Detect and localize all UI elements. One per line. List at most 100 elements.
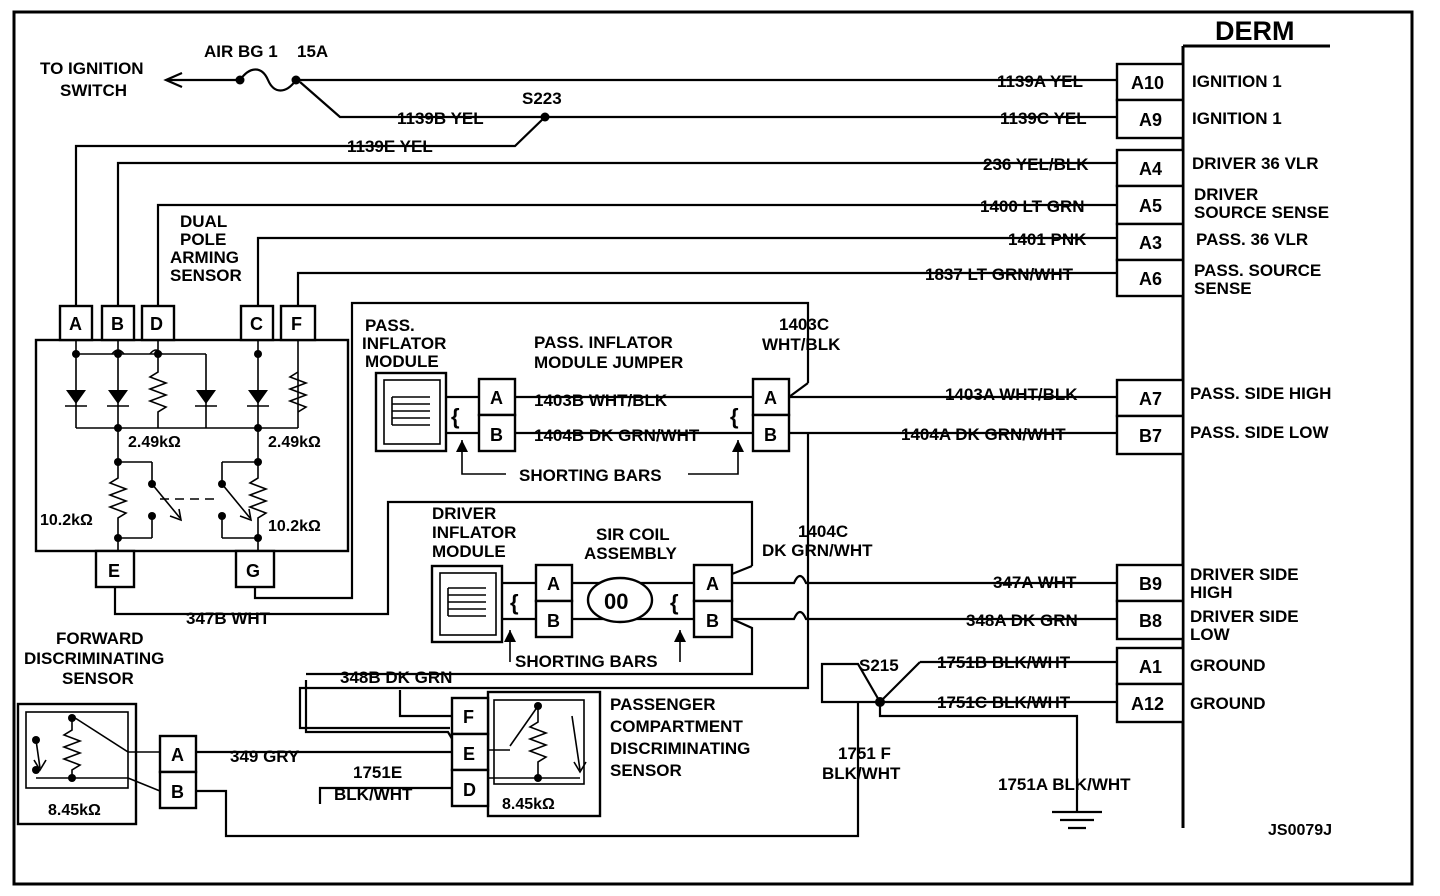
derm-fn-a12: GROUND [1190, 694, 1266, 713]
ground-icon [1052, 810, 1102, 830]
wire-1751e-line2: BLK/WHT [334, 785, 413, 804]
pass-connector-label-line1: 1403C [779, 315, 829, 334]
coil-connector-pin-a: A [706, 574, 719, 594]
derm-fn-a4: DRIVER 36 VLR [1192, 154, 1319, 173]
arming-pin-f: F [291, 314, 302, 334]
wire-1751f-line1: 1751 F [838, 744, 891, 763]
driver-module-label-line2: INFLATOR [432, 523, 516, 542]
derm-fn-a7: PASS. SIDE HIGH [1190, 384, 1331, 403]
forward-label-line2: DISCRIMINATING [24, 649, 164, 668]
wire-1403a: 1403A WHT/BLK [945, 385, 1078, 404]
wire-1751f-line2: BLK/WHT [822, 764, 901, 783]
derm-fn-a1: GROUND [1190, 656, 1266, 675]
arming-label-line2: POLE [180, 230, 226, 249]
derm-pin-a12: A12 [1131, 694, 1164, 714]
resistor-icon [61, 718, 83, 778]
arming-label-line4: SENSOR [170, 266, 242, 285]
arming-pin-g: G [246, 561, 260, 581]
pass-inflator: PASS. INFLATOR MODULE PASS. INFLATOR MOD… [298, 315, 1117, 730]
pass-connector-pin-a: A [764, 388, 777, 408]
driver-module-label-line3: MODULE [432, 542, 506, 561]
resistor-icon [107, 462, 129, 538]
arming-label-line1: DUAL [180, 212, 227, 231]
arming-pin-e: E [108, 561, 120, 581]
derm-pin-a9: A9 [1139, 110, 1162, 130]
derm-fn-a10: IGNITION 1 [1192, 72, 1282, 91]
derm-fn-a3: PASS. 36 VLR [1196, 230, 1308, 249]
derm-title: DERM [1215, 16, 1295, 46]
arming-pin-d: D [150, 314, 163, 334]
coil-label-line2: ASSEMBLY [584, 544, 678, 563]
arming-pin-c: C [250, 314, 263, 334]
wire-1139c: 1139C YEL [1000, 109, 1087, 128]
forward-label-line3: SENSOR [62, 669, 134, 688]
driver-brace-right: { [670, 590, 679, 615]
coil-pin-b: B [547, 611, 560, 631]
wire-347b: 347B WHT [186, 609, 271, 628]
arming-label-line3: ARMING [170, 248, 239, 267]
ignition-label-line1: TO IGNITION [40, 59, 144, 78]
pass-jumper-label-line1: PASS. INFLATOR [534, 333, 673, 352]
coil-symbol: 00 [604, 589, 628, 614]
derm-fn-b9-line2: HIGH [1190, 583, 1233, 602]
pass-module-label-line3: MODULE [365, 352, 439, 371]
derm-fn-a5-line2: SOURCE SENSE [1194, 203, 1329, 222]
wire-1751e-line1: 1751E [353, 763, 402, 782]
derm-pin-b7: B7 [1139, 426, 1162, 446]
driver-connector-label-line2: DK GRN/WHT [762, 541, 873, 560]
coil-pin-a: A [547, 574, 560, 594]
pass-connector-label-line2: WHT/BLK [762, 335, 841, 354]
driver-brace-left: { [510, 590, 519, 615]
driver-inflator-module [430, 564, 504, 644]
diode-icon [248, 390, 268, 404]
wire-348b: 348B DK GRN [340, 668, 452, 687]
arming-resistor-bottom-right: 10.2kΩ [268, 518, 321, 535]
derm-pin-box-a9 [1115, 98, 1185, 140]
compartment-pin-e: E [463, 744, 475, 764]
derm-fn-b7: PASS. SIDE LOW [1190, 423, 1329, 442]
derm-fn-a9: IGNITION 1 [1192, 109, 1282, 128]
derm-pin-box-b8 [1115, 599, 1185, 641]
derm-pin-box-b7 [1115, 414, 1185, 456]
wire-1751a: 1751A BLK/WHT [998, 775, 1131, 794]
pass-jumper-pin-b: B [490, 425, 503, 445]
derm-pin-box-a6 [1115, 258, 1185, 298]
wire-1139e: 1139E YEL [347, 137, 433, 156]
driver-shorting-bars: SHORTING BARS [515, 652, 658, 671]
arming-sensor-derm-wires: 236 YEL/BLK 1400 LT GRN 1401 PNK 1837 LT… [116, 155, 1117, 306]
compartment-resistor: 8.45kΩ [502, 796, 555, 813]
diagram-frame [12, 10, 1414, 886]
forward-pin-a: A [171, 745, 184, 765]
pass-jumper-label-line2: MODULE JUMPER [534, 353, 683, 372]
forward-resistor: 8.45kΩ [48, 802, 101, 819]
pass-module-label-line1: PASS. [365, 316, 415, 335]
wire-1400: 1400 LT GRN [980, 197, 1085, 216]
derm-fn-a5-line1: DRIVER [1194, 185, 1258, 204]
compartment-label-line2: COMPARTMENT [610, 717, 743, 736]
derm-fn-b9-line1: DRIVER SIDE [1190, 565, 1299, 584]
fuse-rating: 15A [297, 42, 328, 61]
wire-1401: 1401 PNK [1008, 230, 1087, 249]
forward-sensor: FORWARD DISCRIMINATING SENSOR 8.45kΩ A B [16, 629, 198, 826]
pass-jumper-pin-a: A [490, 388, 503, 408]
wire-1751c: 1751C BLK/WHT [937, 693, 1071, 712]
arming-sensor-body [34, 338, 350, 553]
forward-pin-b: B [171, 782, 184, 802]
pass-brace-right: { [730, 404, 739, 429]
diode-icon [108, 390, 128, 404]
derm-pin-a7: A7 [1139, 389, 1162, 409]
arrow-to-ignition-icon [163, 71, 183, 89]
derm-pin-a4: A4 [1139, 159, 1162, 179]
wire-236: 236 YEL/BLK [983, 155, 1089, 174]
wire-1404b: 1404B DK GRN/WHT [534, 426, 700, 445]
wire-1751b: 1751B BLK/WHT [937, 653, 1071, 672]
arming-resistor-right: 2.49kΩ [268, 434, 321, 451]
driver-connector-label-line1: 1404C [798, 522, 848, 541]
wire-1139b: 1139B YEL [397, 109, 484, 128]
sir-coil-icon [586, 576, 654, 624]
resistor-icon [147, 354, 169, 428]
derm-pin-b9: B9 [1139, 574, 1162, 594]
derm-pin-a10: A10 [1131, 73, 1164, 93]
coil-label-line1: SIR COIL [596, 525, 670, 544]
wire-1139a: 1139A YEL [997, 72, 1083, 91]
